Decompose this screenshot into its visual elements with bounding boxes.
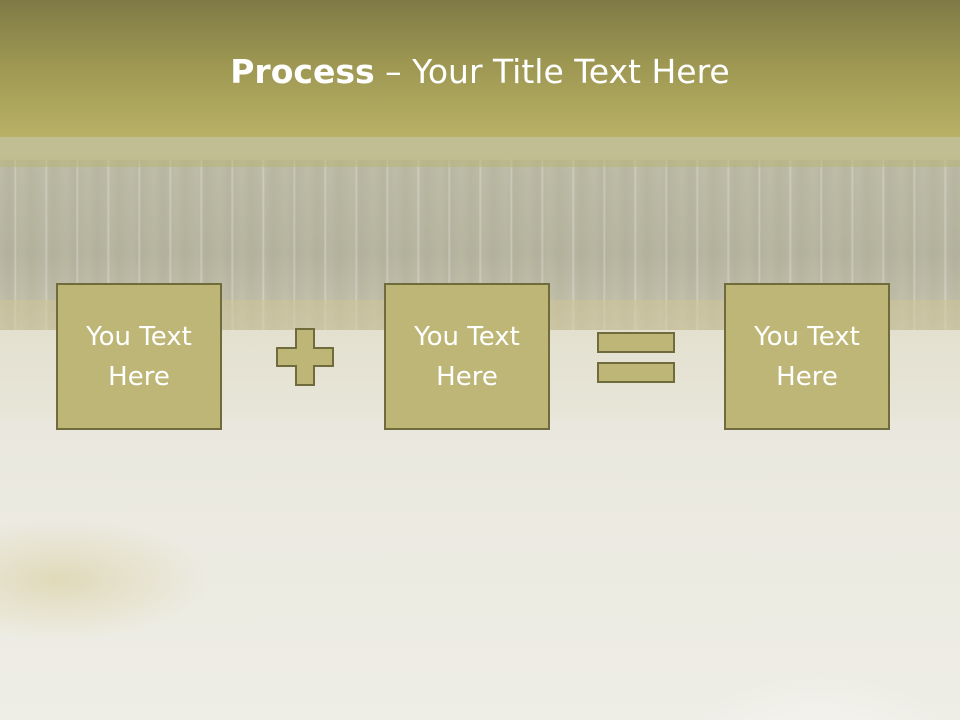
slide-title-rest: – Your Title Text Here xyxy=(374,52,730,91)
process-box-3: You Text Here xyxy=(724,283,890,430)
process-box-1-text: You Text Here xyxy=(86,321,192,392)
process-box-3-text: You Text Here xyxy=(754,321,860,392)
slide-title-bold: Process xyxy=(230,52,375,91)
process-box-2-text: You Text Here xyxy=(414,321,520,392)
title-band xyxy=(0,0,960,137)
plus-icon xyxy=(276,328,334,386)
slide-title: Process – Your Title Text Here xyxy=(0,52,960,91)
process-box-2: You Text Here xyxy=(384,283,550,430)
title-strip xyxy=(0,137,960,167)
process-box-1: You Text Here xyxy=(56,283,222,430)
equals-icon xyxy=(597,332,675,383)
